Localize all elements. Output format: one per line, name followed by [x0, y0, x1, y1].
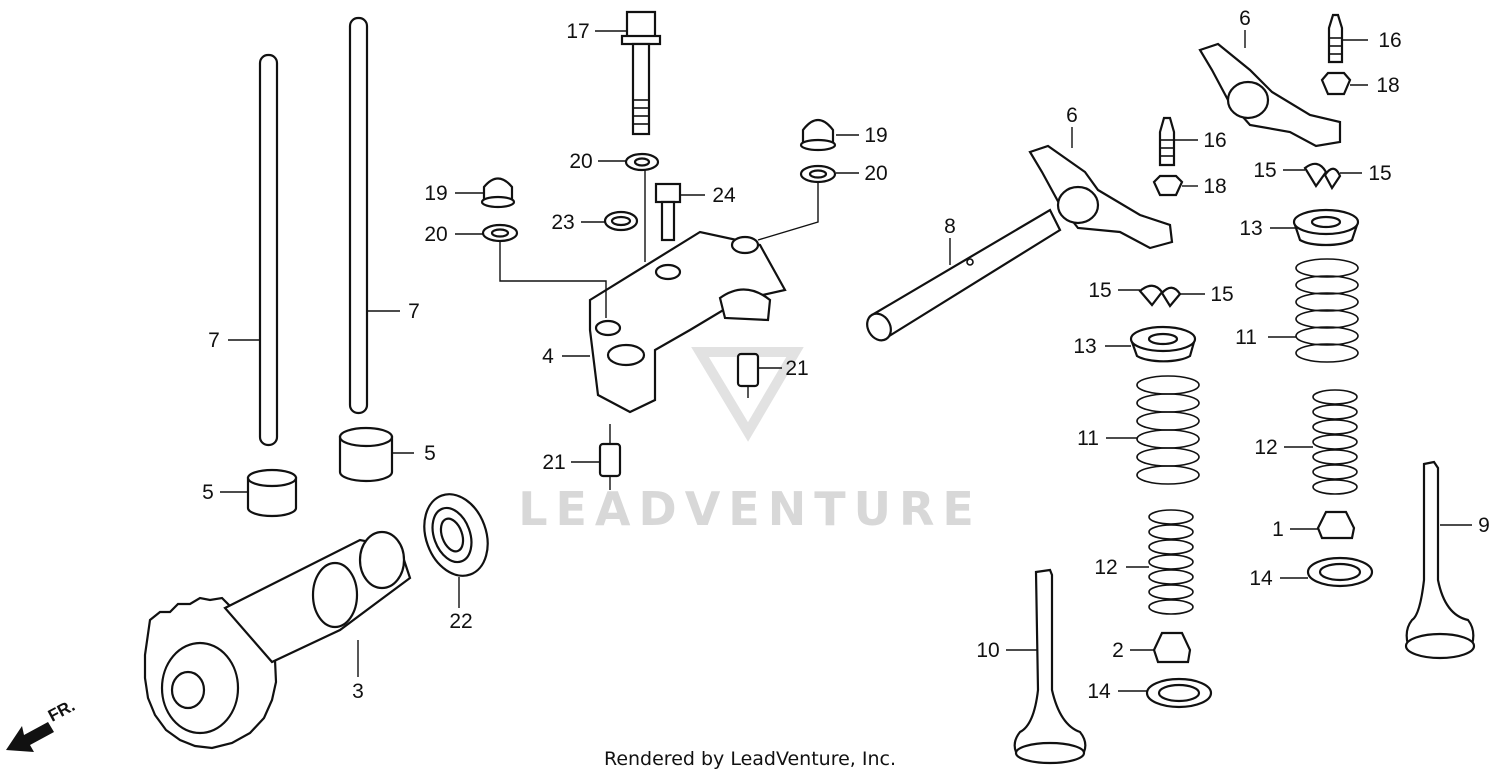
- callout-20-top: 20: [569, 150, 592, 173]
- callout-2: 2: [1112, 639, 1124, 662]
- callout-7-left: 7: [208, 329, 220, 352]
- valve-lifter-right[interactable]: [338, 426, 394, 483]
- valve-spring-outer-upper[interactable]: [1295, 258, 1359, 363]
- callout-11-upper: 11: [1235, 326, 1257, 349]
- intake-valve[interactable]: [1013, 568, 1087, 765]
- callout-3: 3: [352, 680, 364, 703]
- spring-retainer-upper[interactable]: [1292, 208, 1360, 247]
- valve-lifter-left[interactable]: [246, 468, 298, 518]
- flange-bolt-short[interactable]: [654, 182, 682, 242]
- callout-1: 1: [1272, 518, 1284, 541]
- rocker-arm-upper[interactable]: [1198, 42, 1342, 148]
- adjusting-screw-lower[interactable]: [1158, 116, 1176, 167]
- callout-19-right: 19: [864, 124, 887, 147]
- stem-seal-lower[interactable]: [1152, 631, 1192, 664]
- callout-15-upper-left: 15: [1253, 159, 1276, 182]
- camshaft[interactable]: [143, 530, 412, 750]
- front-arrow-icon: [6, 722, 54, 752]
- callout-21-right: 21: [785, 357, 808, 380]
- rocker-arm-lower[interactable]: [1028, 144, 1174, 250]
- washer-top[interactable]: [624, 152, 660, 172]
- callout-18-lower: 18: [1203, 175, 1226, 198]
- callout-15-lower-left: 15: [1088, 279, 1111, 302]
- callout-9: 9: [1478, 514, 1490, 537]
- callout-14-upper: 14: [1249, 567, 1273, 590]
- valve-spring-inner-lower[interactable]: [1148, 509, 1194, 615]
- push-rod-left[interactable]: [258, 53, 279, 447]
- callout-16-upper: 16: [1378, 29, 1401, 52]
- flange-bolt-long[interactable]: [620, 10, 662, 136]
- cap-nut-right[interactable]: [799, 118, 837, 152]
- spring-seat-lower[interactable]: [1145, 677, 1213, 709]
- callout-15-lower-right: 15: [1210, 283, 1233, 306]
- callout-16-lower: 16: [1203, 129, 1226, 152]
- callout-14-lower: 14: [1087, 680, 1111, 703]
- callout-15-upper-right: 15: [1368, 162, 1391, 185]
- front-direction-marker: FR.: [6, 696, 78, 752]
- spring-retainer-lower[interactable]: [1129, 325, 1197, 363]
- radial-bearing[interactable]: [413, 485, 498, 584]
- callout-5-right: 5: [424, 442, 436, 465]
- circlip[interactable]: [603, 210, 639, 232]
- callout-20-left: 20: [424, 223, 447, 246]
- callout-18-upper: 18: [1376, 74, 1399, 97]
- callout-6-lower: 6: [1066, 104, 1078, 127]
- callout-13-lower: 13: [1073, 335, 1096, 358]
- callout-20-right: 20: [864, 162, 887, 185]
- callout-22: 22: [449, 610, 472, 633]
- callout-8: 8: [944, 215, 956, 238]
- adjusting-screw-upper[interactable]: [1327, 13, 1344, 64]
- callout-13-upper: 13: [1239, 217, 1262, 240]
- valve-cotter-lower-left[interactable]: [1138, 284, 1164, 307]
- leader-lines: [220, 30, 1472, 692]
- callout-5-left: 5: [202, 481, 214, 504]
- stem-seal-upper[interactable]: [1316, 510, 1356, 540]
- dowel-pin-right[interactable]: [736, 352, 760, 388]
- washer-right[interactable]: [799, 164, 837, 184]
- rocker-arm-shaft[interactable]: [862, 208, 1062, 345]
- valve-spring-outer-lower[interactable]: [1136, 375, 1200, 485]
- valve-cotter-lower-right[interactable]: [1160, 286, 1182, 308]
- cap-nut-left[interactable]: [480, 177, 516, 209]
- watermark-text: LEADVENTURE: [518, 482, 982, 536]
- lock-nut-upper[interactable]: [1320, 71, 1352, 96]
- rocker-arm-holder[interactable]: [588, 230, 787, 414]
- lock-nut-lower[interactable]: [1152, 174, 1184, 197]
- rendered-by-credit: Rendered by LeadVenture, Inc.: [604, 748, 896, 770]
- callout-17: 17: [566, 20, 589, 43]
- callouts: 7 7 5 5 17 20 19 20 19 20 23 24 4 21 21 …: [202, 7, 1490, 703]
- washer-left[interactable]: [481, 223, 519, 243]
- callout-21-left: 21: [542, 451, 565, 474]
- exhaust-valve[interactable]: [1404, 460, 1476, 660]
- spring-seat-upper[interactable]: [1306, 556, 1374, 588]
- valve-spring-inner-upper[interactable]: [1312, 389, 1358, 495]
- dowel-pin-left[interactable]: [598, 442, 622, 478]
- callout-12-lower: 12: [1094, 556, 1117, 579]
- callout-11-lower: 11: [1077, 427, 1099, 450]
- callout-10: 10: [976, 639, 999, 662]
- watermark: LEADVENTURE: [518, 347, 982, 536]
- valve-cotter-upper-right[interactable]: [1323, 167, 1342, 191]
- callout-23: 23: [551, 211, 574, 234]
- front-label: FR.: [45, 696, 78, 726]
- callout-12-upper: 12: [1254, 436, 1277, 459]
- valve-cotter-upper-left[interactable]: [1303, 162, 1328, 188]
- callout-6-upper: 6: [1239, 7, 1251, 30]
- callout-7-right: 7: [408, 300, 420, 323]
- callout-4: 4: [542, 345, 554, 368]
- callout-24: 24: [712, 184, 736, 207]
- push-rod-right[interactable]: [348, 16, 369, 415]
- callout-19-left: 19: [424, 182, 447, 205]
